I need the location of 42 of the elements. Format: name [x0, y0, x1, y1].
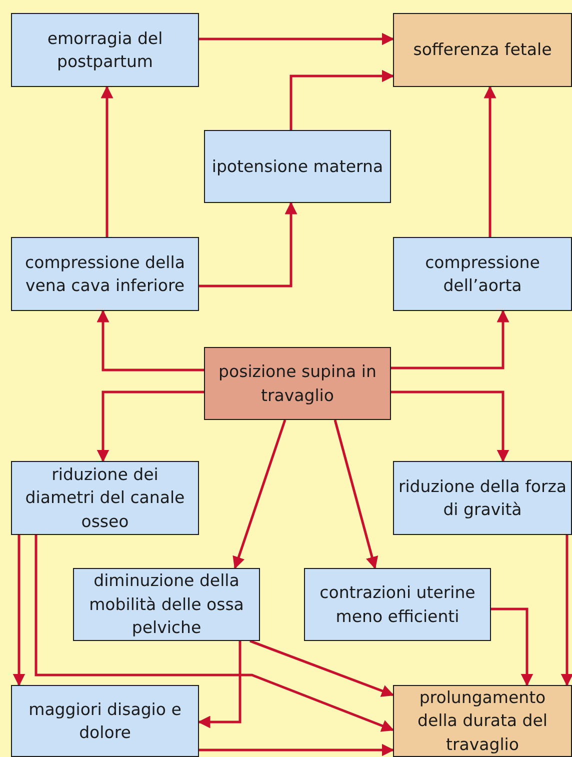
flow-box	[393, 685, 572, 757]
box-label: sofferenza fetale	[413, 39, 552, 62]
arrow	[290, 70, 394, 130]
box-label: contrazioni uterine meno efficienti	[318, 582, 476, 628]
arrow	[232, 420, 286, 570]
arrow	[199, 202, 298, 288]
flow-box	[11, 237, 199, 311]
arrow	[199, 32, 394, 46]
arrow	[12, 535, 26, 686]
flow-box	[73, 568, 260, 641]
box-label: diminuzione della mobilità delle ossa pelviche	[88, 570, 245, 640]
arrow	[560, 535, 572, 686]
flow-box	[11, 461, 199, 535]
arrow	[484, 86, 496, 237]
arrow	[250, 640, 394, 697]
box-label: maggiori disagio e dolore	[28, 698, 182, 744]
arrow	[334, 420, 378, 570]
arrow	[96, 310, 204, 372]
arrow	[198, 641, 242, 728]
arrow	[96, 390, 204, 462]
flow-box	[204, 347, 391, 420]
box-label: posizione supina in travaglio	[218, 361, 378, 406]
box-label: riduzione dei diametri del canale osseo	[24, 464, 186, 533]
flow-box	[393, 13, 572, 87]
flow-box	[393, 237, 572, 311]
flow-box	[11, 685, 199, 757]
flow-box	[393, 461, 572, 535]
arrow	[34, 535, 394, 732]
box-label: riduzione della forza di gravità	[397, 476, 568, 521]
arrow	[100, 86, 114, 237]
box-label: ipotensione materna	[212, 156, 384, 178]
box-label: prolungamento della durata del travaglio	[416, 686, 548, 756]
flow-box	[304, 568, 491, 641]
box-label: compressione dell’aorta	[424, 252, 541, 297]
arrow	[199, 744, 394, 756]
arrow	[391, 390, 510, 462]
arrow	[491, 608, 534, 686]
box-label: compressione della vena cava inferiore	[24, 252, 186, 297]
flow-box	[11, 13, 199, 87]
box-label: emorragia del postpartum	[46, 28, 164, 73]
flow-box	[204, 130, 391, 203]
arrow	[391, 310, 510, 370]
